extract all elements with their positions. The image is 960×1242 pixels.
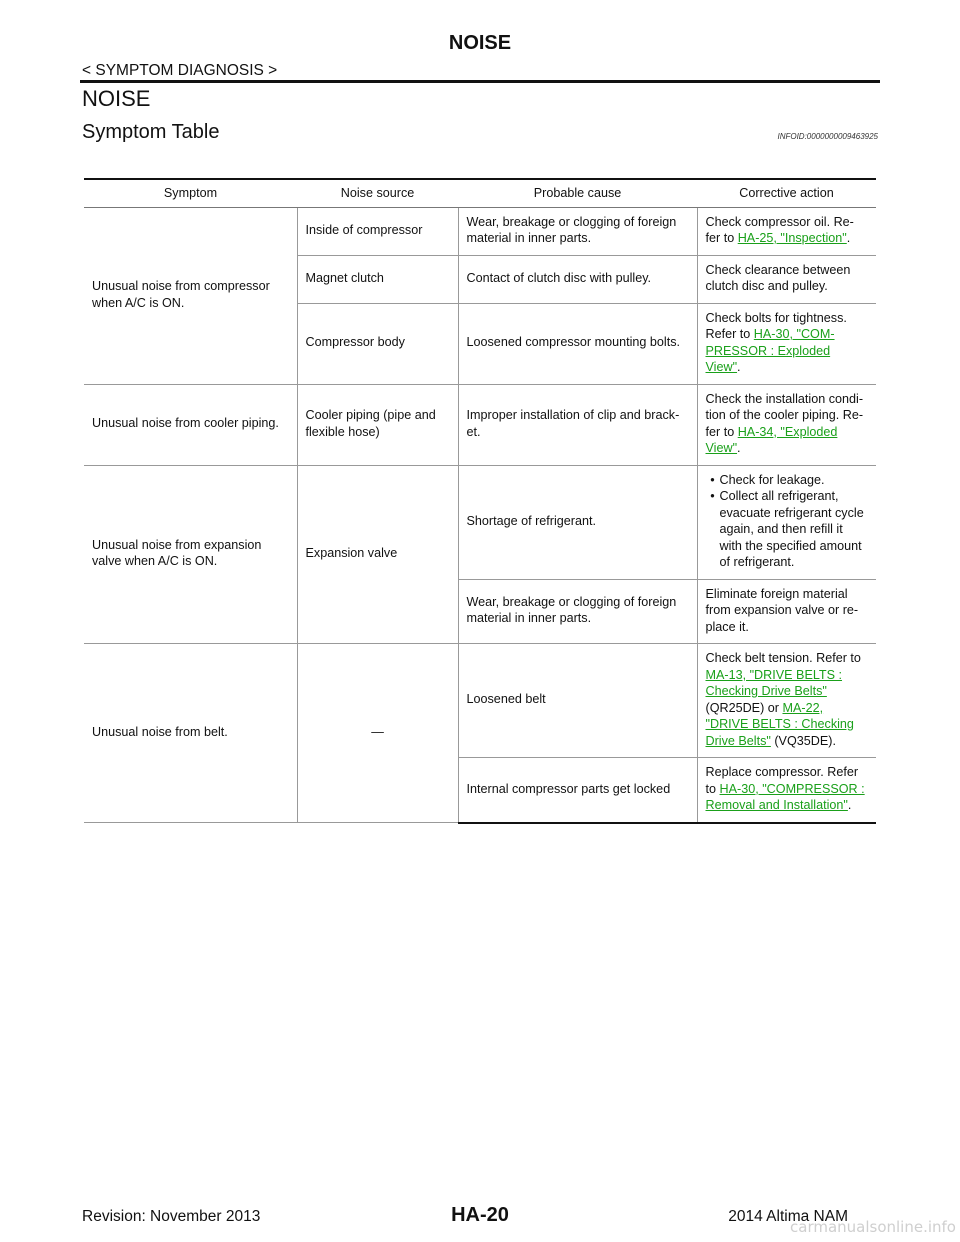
action-text-end: . (847, 798, 852, 812)
action-bullet-list: Check for leakage. Collect all refrigera… (706, 472, 869, 571)
table-row: Unusual noise from compressor when A/C i… (84, 207, 876, 385)
table-row: Unusual noise from belt. — Loosened belt… (84, 643, 876, 823)
action-text: Check compressor oil. Re-fer to (705, 214, 854, 246)
list-item: Check for leakage. (706, 472, 869, 489)
col-header-probable-cause: Probable cause (458, 178, 697, 208)
action-text-end: . (737, 360, 741, 374)
corrective-action-cell: Check belt tension. Refer to MA-13, "DRI… (696, 643, 876, 758)
col-header-corrective-action: Corrective action (697, 178, 876, 208)
probable-cause-cell: Wear, breakage or clogging of foreign ma… (457, 207, 697, 256)
link-ha-30-compressor-removal[interactable]: HA-30, "COMPRESSOR : Removal and Install… (705, 781, 865, 813)
action-text-end: . (846, 231, 851, 245)
noise-source-cell: Cooler piping (pipe and flexible hose) (296, 384, 458, 466)
action-text-end: (VQ35DE). (770, 733, 836, 748)
table-row: Compressor body Loosened compressor moun… (84, 303, 876, 385)
noise-source-cell: Compressor body (296, 303, 458, 385)
probable-cause-cell: Contact of clutch disc with pulley. (457, 255, 697, 304)
page-header-title: NOISE (448, 32, 512, 54)
watermark: carmanualsonline.info (790, 1218, 956, 1236)
corrective-action-cell: Check bolts for tightness. Refer to HA-3… (696, 303, 876, 385)
col-header-noise-source: Noise source (297, 178, 458, 208)
noise-source-cell: Magnet clutch (296, 255, 458, 304)
link-ma-22-drive-belts[interactable]: MA-22, "DRIVE BELTS : Checking Drive Bel… (705, 700, 854, 748)
probable-cause-cell: Improper installation of clip and brack-… (457, 384, 697, 466)
corrective-action-cell: Check for leakage. Collect all refrigera… (696, 465, 876, 580)
action-text-end: . (737, 441, 741, 455)
section-breadcrumb: < SYMPTOM DIAGNOSIS > (82, 62, 278, 79)
revision-date: Revision: November 2013 (82, 1208, 261, 1225)
action-text-mid: (QR25DE) or (705, 700, 783, 715)
probable-cause-cell: Loosened compressor mounting bolts. (457, 303, 697, 385)
probable-cause-cell: Loosened belt (457, 643, 697, 758)
probable-cause-cell: Internal compressor parts get locked (457, 757, 697, 824)
corrective-action-cell: Check compressor oil. Re-fer to HA-25, "… (696, 207, 876, 256)
symptom-cell: Unusual noise from belt. (84, 643, 297, 823)
corrective-action-cell: Eliminate foreign material from expansio… (696, 579, 876, 644)
action-text: Replace compressor. Refer to (705, 765, 859, 796)
noise-source-cell: Inside of compressor (296, 207, 458, 256)
page-number: HA-20 (451, 1204, 509, 1226)
link-ha-25-inspection[interactable]: HA-25, "Inspection" (737, 231, 847, 245)
link-ha-30-compressor-exploded-view[interactable]: HA-30, "COM-PRESSOR : Exploded View" (705, 327, 835, 374)
corrective-action-cell: Check the installation condi-tion of the… (696, 384, 876, 466)
info-id: INFOID:0000000009463925 (777, 132, 878, 141)
page-heading: NOISE (82, 86, 151, 111)
col-header-symptom: Symptom (84, 178, 297, 208)
symptom-cell: Unusual noise from cooler piping. (84, 384, 297, 466)
section-heading: Symptom Table (82, 121, 220, 143)
probable-cause-cell: Shortage of refrigerant. (457, 465, 697, 580)
corrective-action-cell: Replace compressor. Refer to HA-30, "COM… (696, 757, 876, 824)
link-ha-34-exploded-view[interactable]: HA-34, "Exploded View" (705, 424, 838, 456)
table-row: Unusual noise from expansion valve when … (84, 465, 876, 644)
symptom-cell: Unusual noise from compressor when A/C i… (84, 207, 297, 385)
symptom-cell: Unusual noise from expansion valve when … (84, 465, 297, 644)
action-text: Check the installation condi-tion of the… (705, 391, 864, 439)
noise-source-cell: — (296, 643, 458, 823)
probable-cause-cell: Wear, breakage or clogging of foreign ma… (457, 579, 697, 644)
table-row: Wear, breakage or clogging of foreign ma… (84, 579, 876, 644)
table-row: Unusual noise from cooler piping. Cooler… (84, 384, 876, 466)
link-ma-13-drive-belts[interactable]: MA-13, "DRIVE BELTS : Checking Drive Bel… (705, 667, 843, 699)
model-name: 2014 Altima NAM (728, 1208, 848, 1225)
list-item: Collect all refrigerant, evacuate refrig… (706, 488, 869, 571)
symptom-table: Symptom Noise source Probable cause Corr… (84, 178, 876, 824)
table-row: Magnet clutch Contact of clutch disc wit… (84, 255, 876, 304)
header-rule (80, 80, 880, 83)
table-row: Internal compressor parts get locked Rep… (84, 757, 876, 824)
action-text: Check belt tension. Refer to (705, 651, 861, 665)
corrective-action-cell: Check clearance between clutch disc and … (696, 255, 876, 304)
noise-source-cell: Expansion valve (296, 465, 458, 644)
action-text: Check bolts for tightness. Refer to (705, 310, 847, 342)
